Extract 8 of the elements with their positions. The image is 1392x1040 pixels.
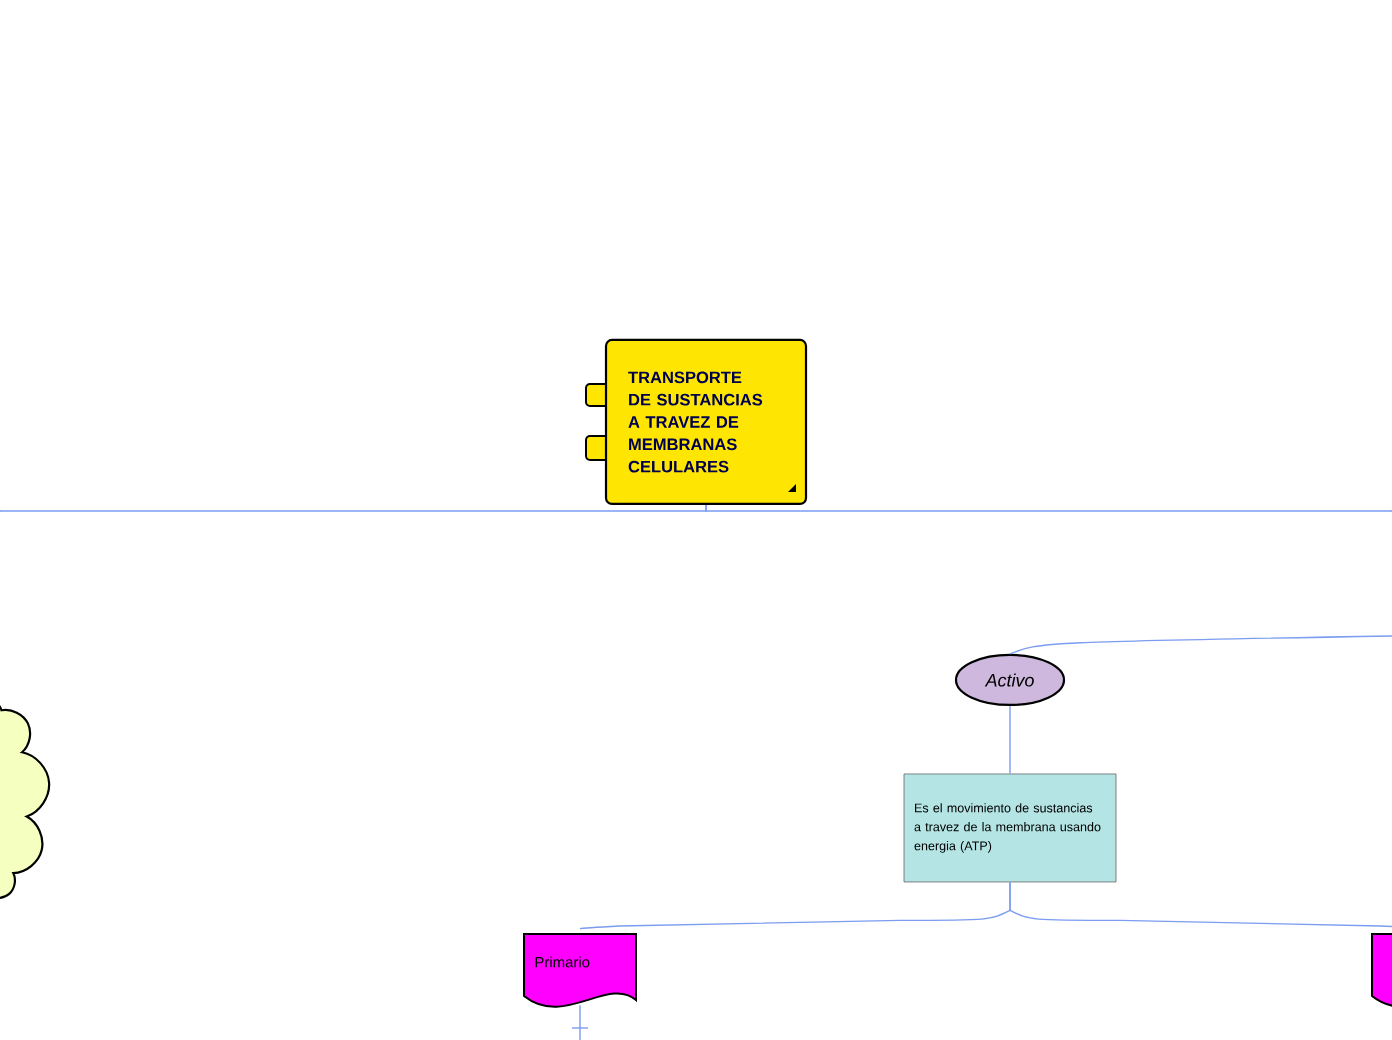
connector-line [579, 1004, 581, 1040]
connector-line [1009, 705, 1011, 775]
connector-line [705, 504, 1392, 512]
connector-line [1009, 881, 1392, 930]
document-shape [1371, 932, 1392, 1008]
connector-line [1009, 635, 1392, 655]
connector-line [0, 504, 707, 512]
title-box: TRANSPORTE DE SUSTANCIAS A TRAVEZ DE MEMBRANAS CELULARES [585, 338, 808, 506]
